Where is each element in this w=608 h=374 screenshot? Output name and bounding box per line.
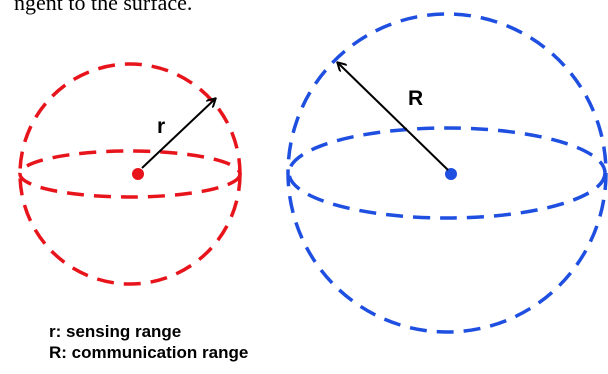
legend: r: sensing range R: communication range: [49, 321, 248, 363]
sensing-radius-label: r: [157, 115, 165, 138]
sensing-sphere-outline: [18, 62, 242, 286]
sensing-radius-arrow: [141, 99, 215, 169]
communication-center-dot: [445, 168, 457, 180]
communication-sphere-equator: [287, 126, 607, 220]
sensing-center-dot: [132, 168, 144, 180]
sensing-sphere: r: [18, 62, 242, 286]
sensing-sphere-equator: [18, 149, 242, 199]
communication-radius-label: R: [408, 87, 423, 110]
legend-communication-range: R: communication range: [49, 343, 249, 362]
communication-sphere: R: [286, 12, 608, 334]
caption-fragment: ngent to the surface.: [14, 0, 193, 15]
communication-radius-arrow: [338, 63, 449, 171]
legend-sensing-range: r: sensing range: [49, 322, 182, 341]
